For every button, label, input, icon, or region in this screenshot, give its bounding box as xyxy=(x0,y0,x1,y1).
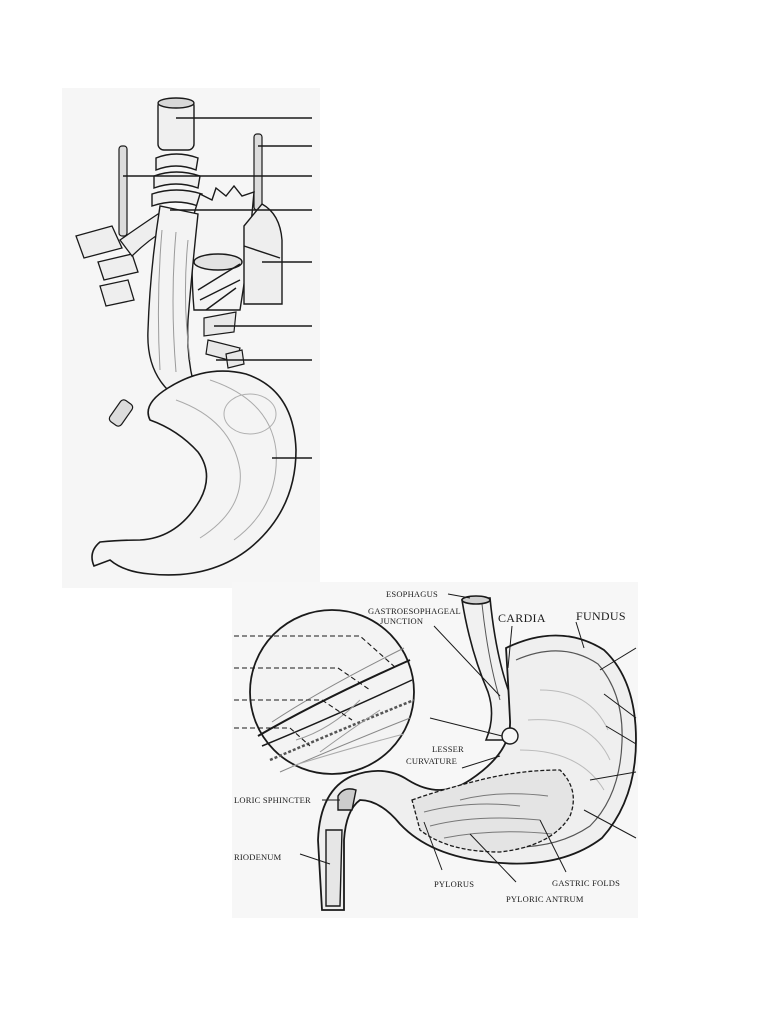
label-duodenum: RIODENUM xyxy=(234,852,282,862)
vagus-nerves xyxy=(108,133,263,427)
label-gastric-folds: GASTRIC FOLDS xyxy=(552,878,620,888)
label-fundus: FUNDUS xyxy=(576,609,626,623)
label-pylorus: PYLORUS xyxy=(434,879,474,889)
bottom-leader-lines xyxy=(299,593,637,883)
pylorus-duodenum xyxy=(325,788,357,907)
top-esophagus-stomach-figure xyxy=(62,88,320,588)
label-esophagus: ESOPHAGUS xyxy=(386,589,438,599)
bottom-stomach-cross-section: ESOPHAGUS GASTROESOPHAGEAL JUNCTION CARD… xyxy=(232,582,638,918)
diaphragm-vessels xyxy=(203,311,245,369)
magnified-wall-circle xyxy=(249,609,415,775)
circle-dashed-leaders xyxy=(234,635,397,747)
lesser-curvature-marker xyxy=(501,727,519,745)
label-pyloric-sphincter: LORIC SPHINCTER xyxy=(234,795,311,805)
gastric-folds-region xyxy=(411,769,574,853)
pulmonary-vessel xyxy=(243,203,283,305)
trachea xyxy=(151,97,203,207)
label-lesser-line1: LESSER xyxy=(432,744,464,754)
label-pyloric-antrum: PYLORIC ANTRUM xyxy=(506,894,584,904)
stomach-top xyxy=(91,370,297,576)
label-gej-line2: JUNCTION xyxy=(380,616,423,626)
label-cardia: CARDIA xyxy=(498,611,546,625)
label-lesser-line2: CURVATURE xyxy=(406,756,457,766)
label-gej-line1: GASTROESOPHAGEAL xyxy=(368,606,461,616)
top-leader-lines xyxy=(123,117,312,459)
